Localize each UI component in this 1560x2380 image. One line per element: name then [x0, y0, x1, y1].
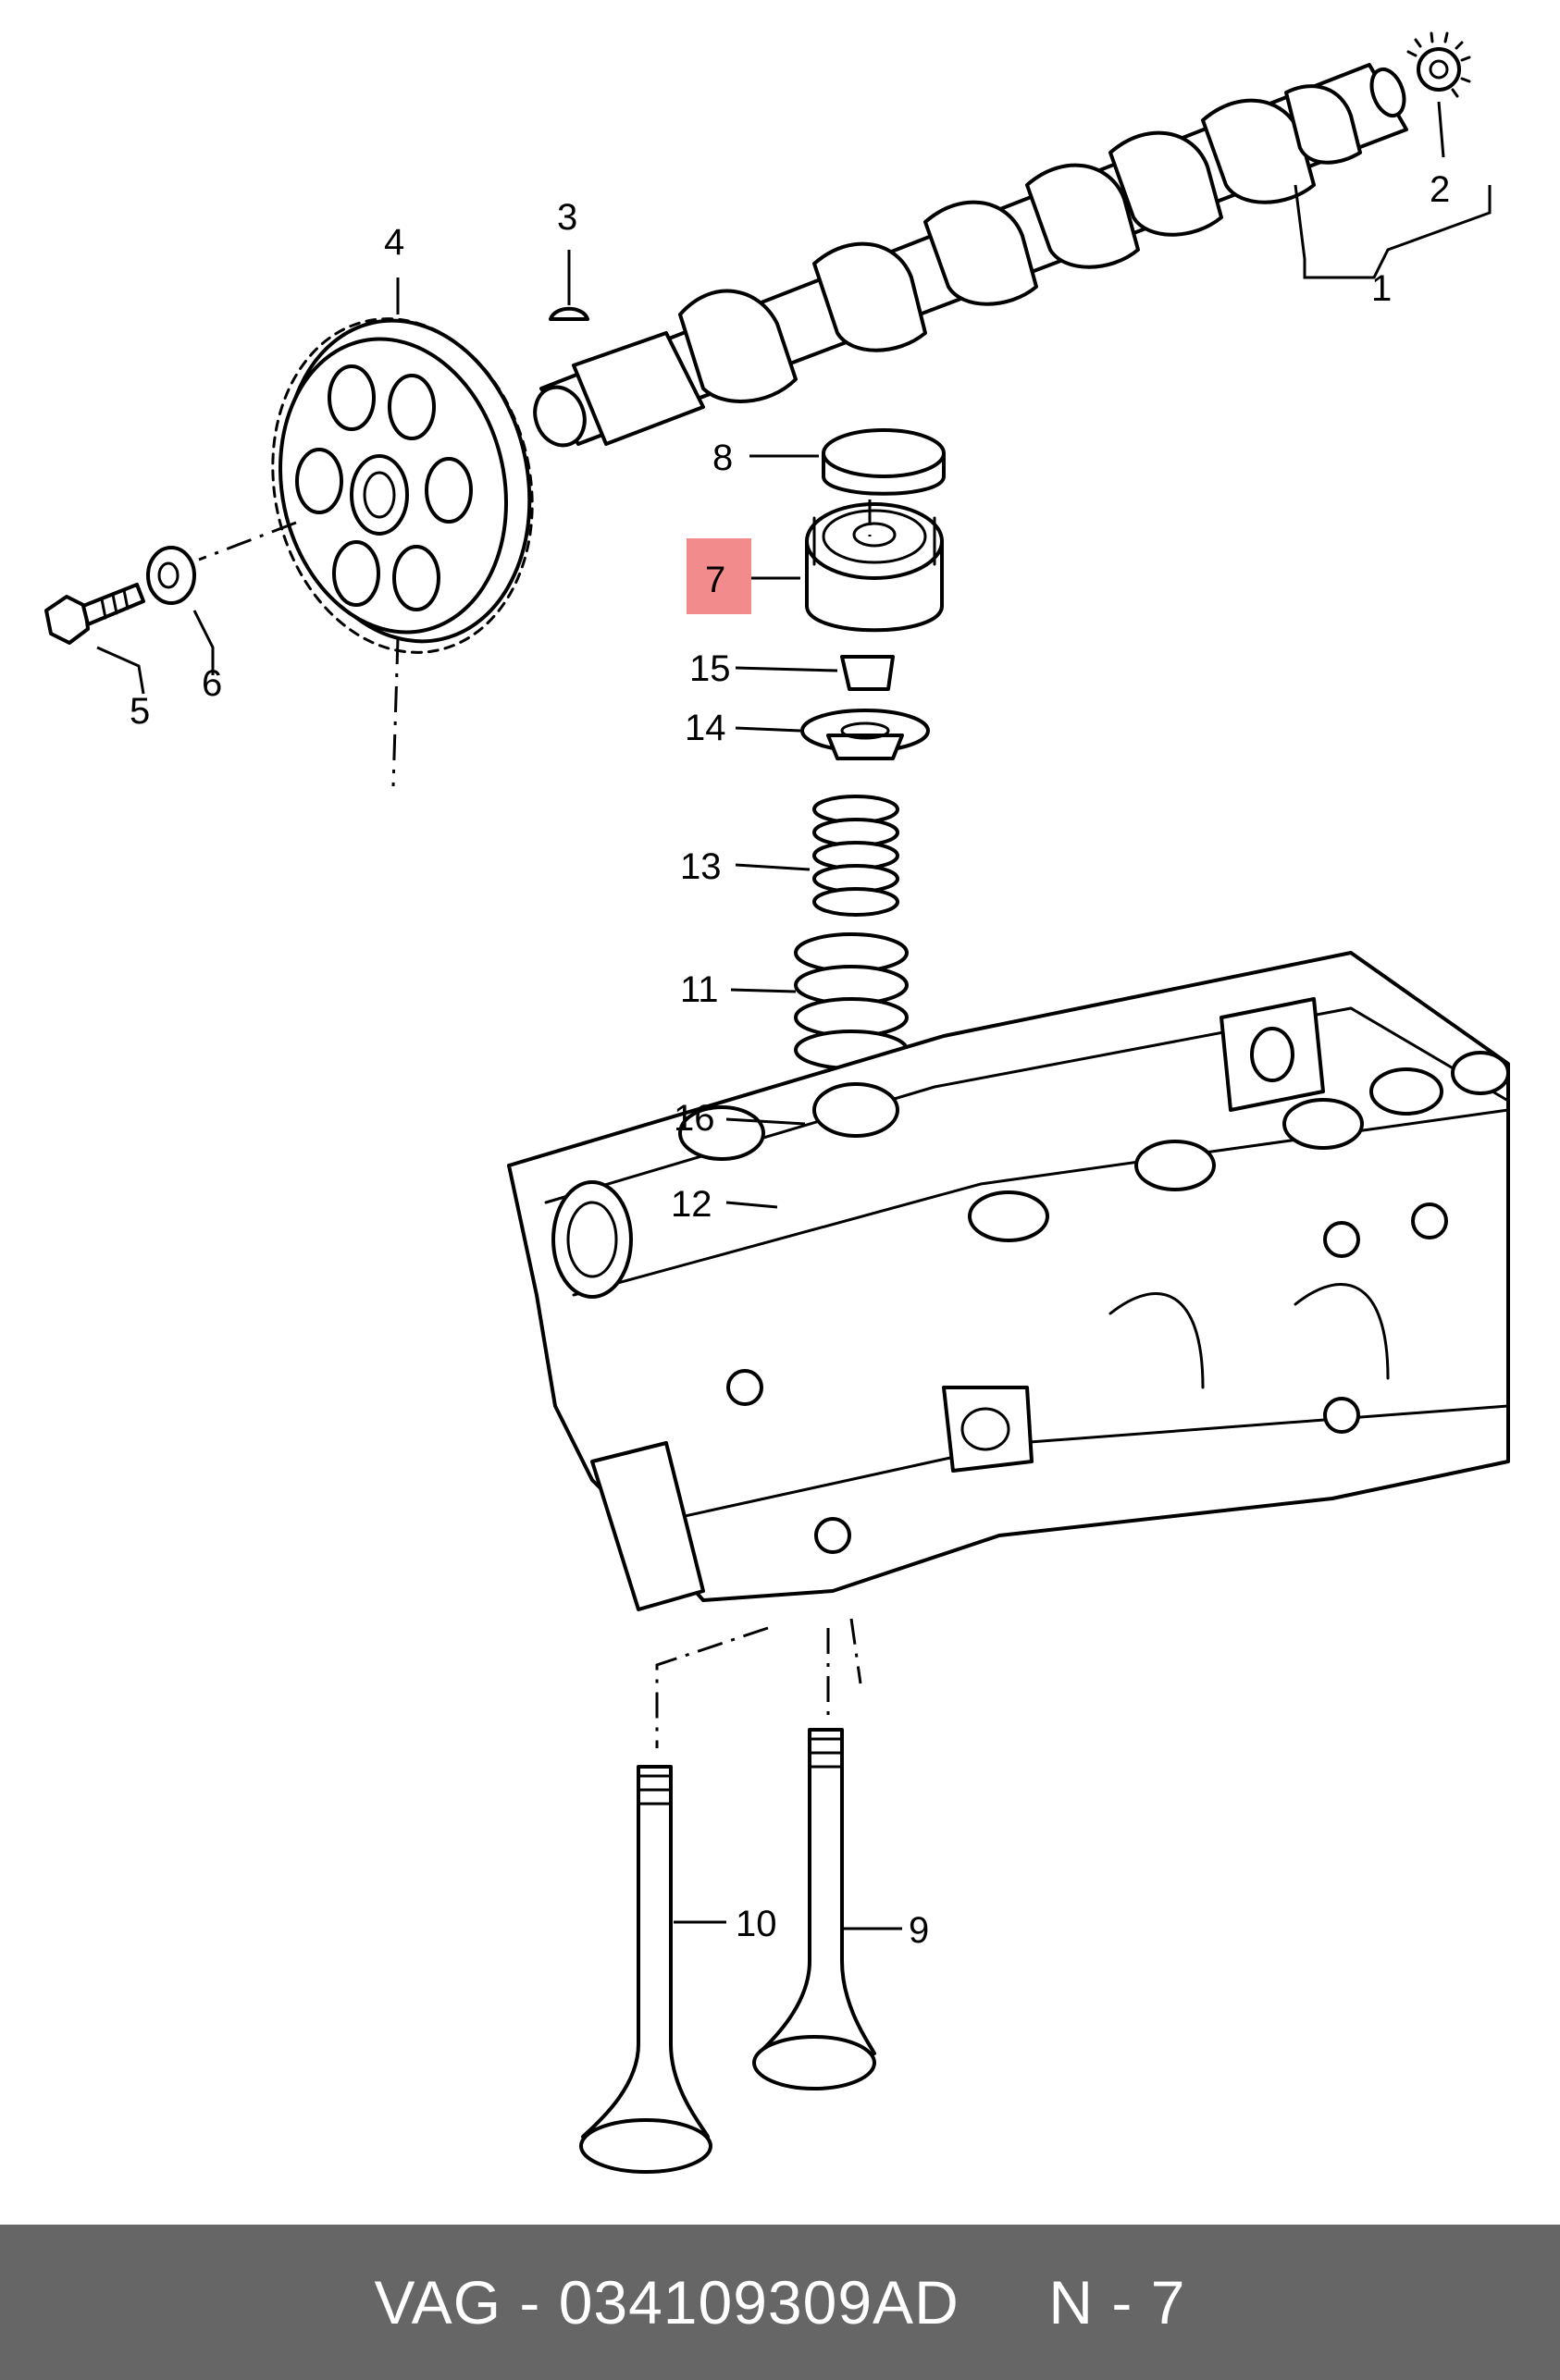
shim: [822, 428, 946, 496]
gear-sprocket: [1406, 31, 1471, 98]
callout-12[interactable]: 12: [671, 1184, 712, 1225]
woodruff-key: [549, 306, 589, 321]
callout-15[interactable]: 15: [689, 648, 731, 689]
callout-13[interactable]: 13: [680, 846, 722, 887]
hydraulic-tappet: [805, 502, 944, 633]
callout-2[interactable]: 2: [1430, 169, 1450, 210]
exhaust-valve: [579, 1765, 712, 2174]
assembly-axis-lines: [198, 499, 872, 1748]
cylinder-head: [507, 951, 1510, 1611]
brand-label: VAG: [374, 2268, 502, 2337]
part-number: 034109309AD: [558, 2268, 960, 2337]
inlet-valve: [752, 1728, 876, 2090]
exploded-parts-diagram: 1 2 3 4 5 6 7 8 9 10 11 12 13 14 15 16: [44, 31, 1510, 2174]
leader-lines: [96, 101, 1492, 1930]
highlight-box: [687, 538, 751, 614]
callout-8[interactable]: 8: [712, 438, 733, 478]
position-label: N - 7: [1048, 2268, 1186, 2337]
callout-3[interactable]: 3: [557, 197, 577, 238]
camshaft: [533, 63, 1408, 448]
spring-cap: [800, 709, 930, 760]
footer-caption: VAG - 034109309AD N - 7: [375, 2267, 1186, 2337]
callout-11[interactable]: 11: [680, 969, 719, 1010]
callout-numbers: 1 2 3 4 5 6 7 8 9 10 11 12 13 14 15 16: [130, 169, 1450, 1951]
callout-1[interactable]: 1: [1371, 268, 1392, 309]
timing-belt-pulley: [271, 317, 534, 654]
valve-cotters: [840, 655, 895, 691]
callout-7[interactable]: 7: [705, 560, 725, 600]
callout-16[interactable]: 16: [674, 1098, 715, 1139]
bolt: [44, 583, 145, 645]
footer-gap: [960, 2268, 1049, 2337]
separator: -: [501, 2268, 559, 2337]
outer-valve-spring: [794, 932, 909, 1070]
inner-valve-spring: [812, 795, 899, 917]
callout-9[interactable]: 9: [909, 1910, 929, 1951]
washer: [146, 546, 196, 605]
part-info-footer: VAG - 034109309AD N - 7: [0, 2225, 1560, 2380]
callout-10[interactable]: 10: [736, 1904, 777, 1944]
callout-5[interactable]: 5: [130, 691, 150, 732]
callout-4[interactable]: 4: [384, 222, 404, 263]
callout-14[interactable]: 14: [685, 708, 726, 748]
callout-6[interactable]: 6: [202, 663, 222, 704]
